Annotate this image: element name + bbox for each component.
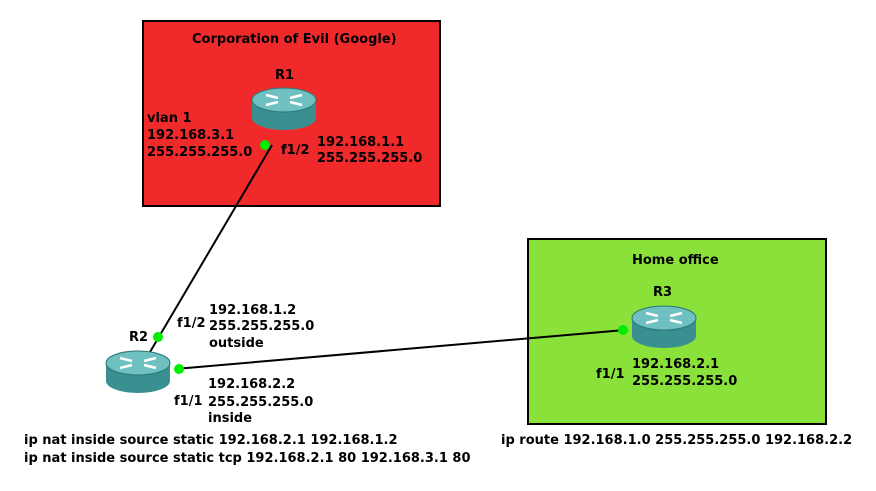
r2-command-line-2: ip nat inside source static tcp 192.168.… [24,451,471,466]
r1-f12-port: f1/2 [281,143,310,158]
r1-f12-ip: 192.168.1.1 [317,135,405,150]
r1-vlan1-port: vlan 1 [147,111,192,126]
r3-f11-port: f1/1 [596,367,625,382]
zone-corporation-title: Corporation of Evil (Google) [192,32,397,47]
r2-command-line-1: ip nat inside source static 192.168.2.1 … [24,433,398,448]
router-r2-name: R2 [129,330,149,345]
r1-vlan1-ip: 192.168.3.1 [147,128,235,143]
router-r3-name: R3 [653,285,673,300]
r3-f11-ip: 192.168.2.1 [632,357,720,372]
r2-f11-mask: 255.255.255.0 [208,395,314,410]
zone-home-office-title: Home office [632,253,719,268]
r2-f12-ip: 192.168.1.2 [209,303,297,318]
port-dot-r1-f12[interactable] [260,140,270,150]
r2-f12-port: f1/2 [177,316,206,331]
router-r1-icon[interactable] [250,86,318,132]
port-dot-r2-f12[interactable] [153,332,163,342]
link-r2-r3[interactable] [174,329,626,370]
link-r1-r2[interactable] [149,144,273,353]
r3-command-line-1: ip route 192.168.1.0 255.255.255.0 192.1… [501,433,853,448]
port-dot-r3-f11[interactable] [618,325,628,335]
r2-f11-role: inside [208,411,253,426]
port-dot-r2-f11[interactable] [174,364,184,374]
r3-f11-mask: 255.255.255.0 [632,374,738,389]
r2-f11-port: f1/1 [174,394,203,409]
router-r2-icon[interactable] [104,349,172,395]
r2-f12-role: outside [209,336,264,351]
r2-f11-ip: 192.168.2.2 [208,377,296,392]
r2-f12-mask: 255.255.255.0 [209,319,315,334]
router-r1-name: R1 [275,68,295,83]
router-r3-icon[interactable] [630,304,698,350]
r1-vlan1-mask: 255.255.255.0 [147,145,253,160]
r1-f12-mask: 255.255.255.0 [317,151,423,166]
